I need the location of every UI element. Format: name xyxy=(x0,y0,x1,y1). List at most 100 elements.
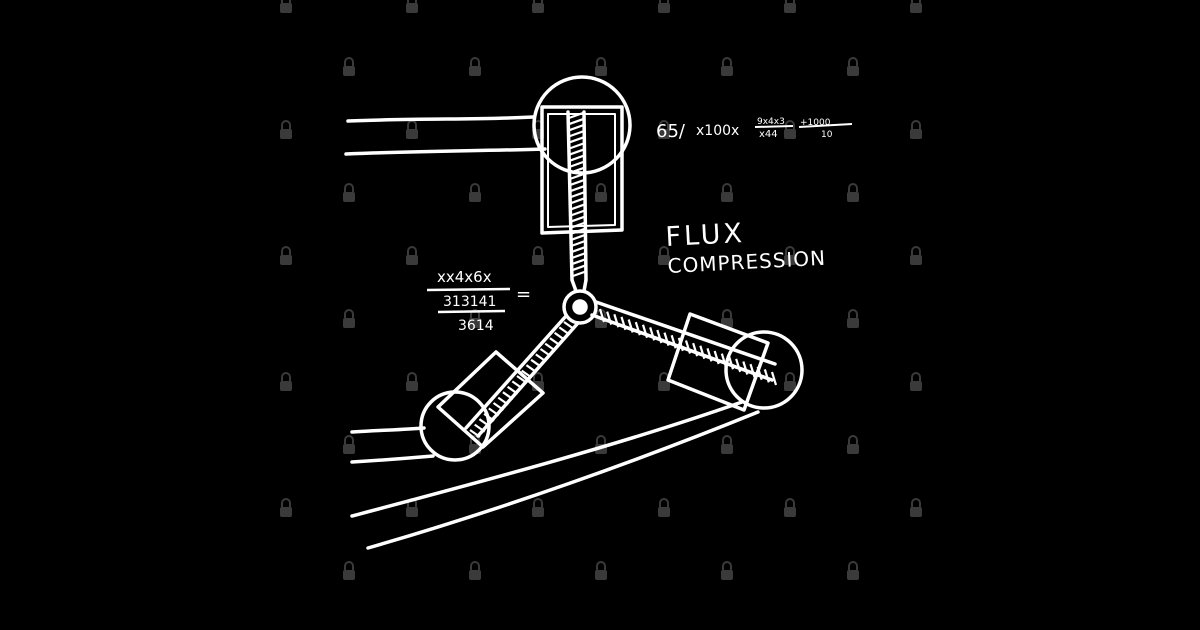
formula-second-numerator: +1000 xyxy=(800,118,831,128)
padlock-icon xyxy=(721,435,733,454)
hatch-stroke xyxy=(511,380,523,390)
top-housing-inner xyxy=(547,113,616,228)
hatch-stroke xyxy=(483,412,495,422)
hatch-stroke xyxy=(720,353,727,367)
left-formula-line-1: xx4x6x xyxy=(437,268,492,286)
padlock-icon xyxy=(532,372,544,391)
right-pipe-lower xyxy=(366,410,760,550)
padlock-icon xyxy=(721,57,733,76)
padlock-icon xyxy=(847,309,859,328)
padlock-icon xyxy=(406,372,418,391)
padlock-icon xyxy=(406,246,418,265)
top-rod-left xyxy=(566,110,574,282)
left-pipe-upper xyxy=(350,426,426,434)
hatch-stroke xyxy=(569,136,584,144)
top-formula: 65/ x100x 9x4x3 x44 +1000 10 xyxy=(656,117,853,142)
padlock-icon xyxy=(595,183,607,202)
padlock-icon xyxy=(532,246,544,265)
hatch-stroke xyxy=(569,154,585,162)
hatch-stroke xyxy=(742,361,749,375)
hatch-stroke xyxy=(571,233,587,241)
hatch-stroke xyxy=(571,215,586,223)
padlock-icon xyxy=(910,498,922,517)
top-rod-hatching xyxy=(568,111,588,278)
hatch-stroke xyxy=(569,142,585,150)
padlock-icon xyxy=(847,57,859,76)
padlock-icon xyxy=(280,0,292,13)
hatch-stroke xyxy=(613,313,620,328)
padlock-icon xyxy=(784,0,796,13)
hatch-stroke xyxy=(663,332,670,346)
padlock-icon xyxy=(847,561,859,580)
padlock-icon xyxy=(406,0,418,13)
hatch-stroke xyxy=(770,371,778,386)
hatch-stroke xyxy=(572,257,588,265)
center-junction xyxy=(562,279,598,325)
hatch-stroke xyxy=(521,369,533,379)
hatch-stroke xyxy=(572,269,588,278)
hatch-stroke xyxy=(570,190,586,199)
flux-title: FLUX COMPRESSION xyxy=(665,218,827,278)
hatch-stroke xyxy=(606,311,613,325)
hatch-stroke xyxy=(478,418,491,428)
left-formula-bar-2 xyxy=(437,309,506,314)
hatch-stroke xyxy=(727,355,735,370)
left-formula-equals: = xyxy=(516,284,531,305)
hatch-stroke xyxy=(539,348,552,357)
padlock-icon xyxy=(784,498,796,517)
hatch-stroke xyxy=(649,327,656,341)
left-formula-bar-1 xyxy=(426,287,511,292)
right-sphere xyxy=(724,330,804,410)
hatch-stroke xyxy=(572,251,587,259)
hatch-stroke xyxy=(572,263,588,271)
padlock-icon xyxy=(280,372,292,391)
hatch-stroke xyxy=(570,166,585,174)
hatch-stroke xyxy=(570,203,586,211)
right-pipe-upper xyxy=(350,400,744,518)
padlock-icon xyxy=(343,183,355,202)
hatch-stroke xyxy=(502,391,514,401)
hatch-stroke xyxy=(571,239,587,247)
right-electrode xyxy=(350,300,804,550)
top-electrode xyxy=(344,75,632,282)
padlock-icon xyxy=(658,246,670,265)
formula-second-denominator: 10 xyxy=(821,130,833,140)
hatch-stroke xyxy=(627,319,634,333)
padlock-icon xyxy=(280,498,292,517)
padlock-icon xyxy=(721,561,733,580)
padlock-icon xyxy=(847,435,859,454)
padlock-icon xyxy=(532,498,544,517)
top-rod-neck xyxy=(570,279,588,292)
hatch-stroke xyxy=(530,358,542,368)
hatch-stroke xyxy=(568,118,584,126)
hatch-stroke xyxy=(749,363,756,378)
hatch-stroke xyxy=(570,172,585,180)
hatch-stroke xyxy=(706,348,713,362)
hatch-stroke xyxy=(692,342,699,357)
hatch-stroke xyxy=(598,308,606,323)
padlock-icon xyxy=(469,561,481,580)
padlock-icon xyxy=(280,246,292,265)
junction-outer xyxy=(562,289,598,325)
padlock-icon xyxy=(910,246,922,265)
hatch-stroke xyxy=(558,326,570,336)
padlock-icon xyxy=(469,183,481,202)
padlock-icon xyxy=(532,0,544,13)
hatch-stroke xyxy=(620,316,627,331)
hatch-stroke xyxy=(634,321,641,336)
padlock-icon xyxy=(406,120,418,139)
padlock-icon xyxy=(658,120,670,139)
formula-term: x100x xyxy=(696,123,739,139)
hatch-stroke xyxy=(763,369,770,383)
padlock-icon xyxy=(343,561,355,580)
formula-fraction-bar xyxy=(754,125,794,128)
hatch-stroke xyxy=(713,350,720,365)
padlock-icon xyxy=(595,57,607,76)
top-rod-right xyxy=(582,110,588,282)
hatch-stroke xyxy=(570,197,586,205)
hatch-stroke xyxy=(735,358,742,373)
hatch-stroke xyxy=(570,184,586,192)
left-sphere xyxy=(419,390,491,462)
left-formula-line-3: 3614 xyxy=(458,318,494,334)
